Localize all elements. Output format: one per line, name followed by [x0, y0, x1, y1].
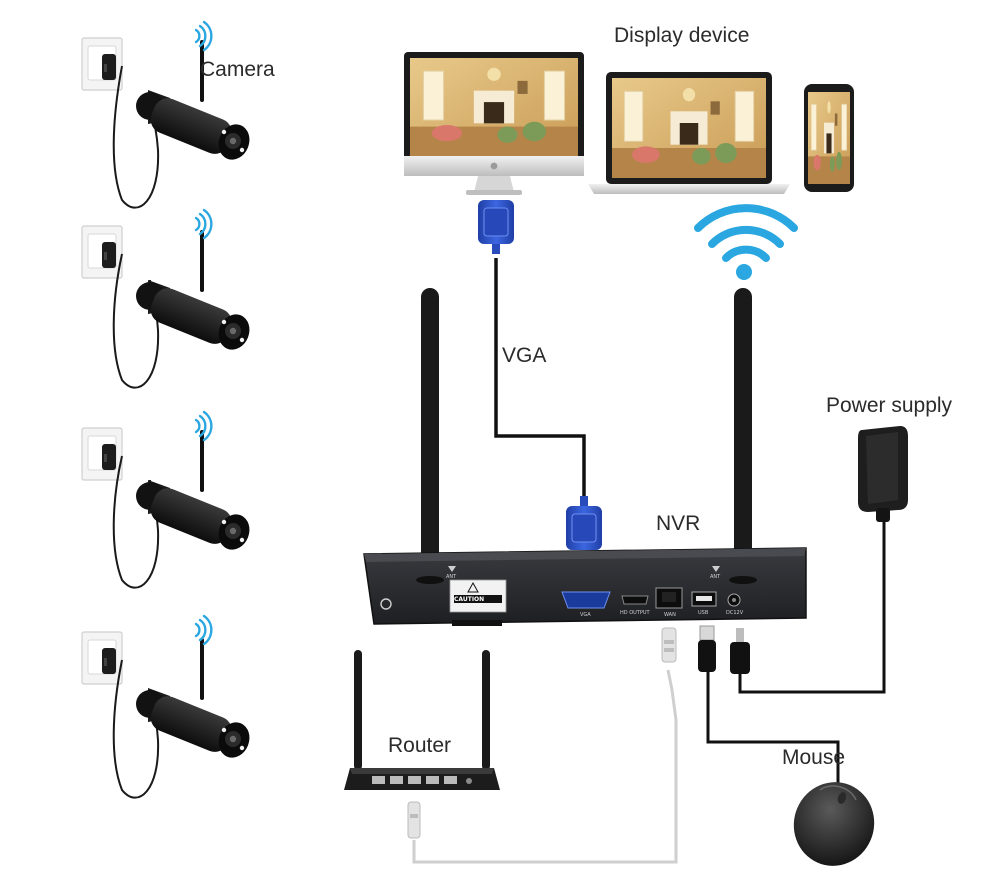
usb-plug — [698, 625, 716, 672]
port-wan-label: WAN — [664, 612, 676, 618]
mouse-cable — [706, 670, 840, 790]
plug-icon — [81, 225, 123, 279]
plug-icon — [81, 631, 123, 685]
port-usb-label: USB — [698, 610, 709, 616]
nvr-label: NVR — [656, 512, 701, 535]
laptop — [588, 72, 790, 194]
bullet-camera-icon — [136, 430, 255, 555]
phone — [804, 84, 854, 192]
router-icon — [344, 650, 500, 839]
lan-cable — [412, 669, 678, 864]
vga-cable — [494, 258, 586, 500]
power-adapter-icon — [858, 426, 908, 522]
vga-connector-icon — [477, 199, 515, 255]
camera-label: Camera — [200, 58, 275, 81]
vga-label: VGA — [502, 344, 547, 367]
port-hdmi-label: HD OUTPUT — [620, 610, 651, 616]
camera-1 — [81, 20, 255, 209]
camera-3 — [81, 410, 255, 589]
monitor — [404, 52, 584, 195]
wifi-signal-icon — [694, 204, 798, 280]
port-dc-label: DC12V — [726, 610, 744, 616]
dc-plug — [730, 628, 750, 674]
bullet-camera-icon — [136, 638, 255, 763]
plug-icon — [81, 427, 123, 481]
bullet-camera-icon — [136, 230, 255, 355]
camera-4 — [81, 614, 255, 799]
power-cable — [738, 520, 886, 694]
camera-2 — [81, 208, 255, 389]
vga-connector-icon — [565, 495, 603, 551]
plug-icon — [81, 37, 123, 91]
router-label: Router — [388, 734, 452, 757]
port-vga-label: VGA — [580, 612, 591, 618]
power-supply-label: Power supply — [826, 394, 953, 417]
lan-plug — [661, 627, 677, 663]
ant-right-label: ANT — [710, 574, 721, 580]
display-device-label: Display device — [614, 24, 750, 47]
ant-left-label: ANT — [446, 574, 457, 580]
mouse-label: Mouse — [782, 746, 846, 769]
caution-label: CAUTION — [454, 596, 484, 603]
nvr-device — [363, 288, 807, 626]
mouse-icon — [793, 782, 875, 866]
